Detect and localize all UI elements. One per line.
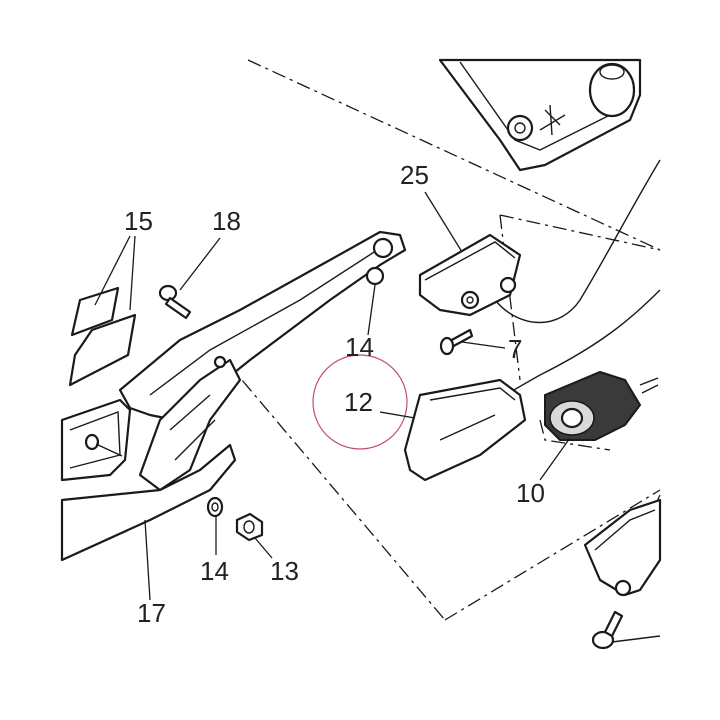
washer-nut-lower — [206, 496, 264, 542]
callout-7: 7 — [508, 334, 522, 364]
top-bracket — [438, 58, 642, 172]
callout-25: 25 — [400, 160, 429, 190]
lower-right-bracket — [583, 498, 662, 650]
screw-part-18 — [158, 284, 192, 320]
callout-14-upper: 14 — [345, 332, 374, 362]
grommet-part-10 — [544, 370, 659, 441]
callout-labels: 25 15 18 14 7 12 10 14 13 17 — [124, 160, 545, 628]
sensor-part-25 — [418, 233, 522, 317]
main-bracket — [118, 230, 407, 492]
callout-14-lower: 14 — [200, 556, 229, 586]
leader-lines — [94, 191, 571, 601]
callout-12: 12 — [344, 387, 373, 417]
callout-18: 18 — [212, 206, 241, 236]
screw-part-7 — [439, 328, 474, 356]
reflector-part-15 — [68, 286, 137, 387]
sensor-cable — [494, 159, 661, 324]
highlight-circle — [312, 354, 408, 450]
callout-10: 10 — [516, 478, 545, 508]
callout-15: 15 — [124, 206, 153, 236]
mount-part-17 — [60, 398, 237, 562]
lens-part-12 — [403, 378, 527, 482]
callout-13: 13 — [270, 556, 299, 586]
callout-17: 17 — [137, 598, 166, 628]
washer-upper-14 — [365, 266, 385, 286]
